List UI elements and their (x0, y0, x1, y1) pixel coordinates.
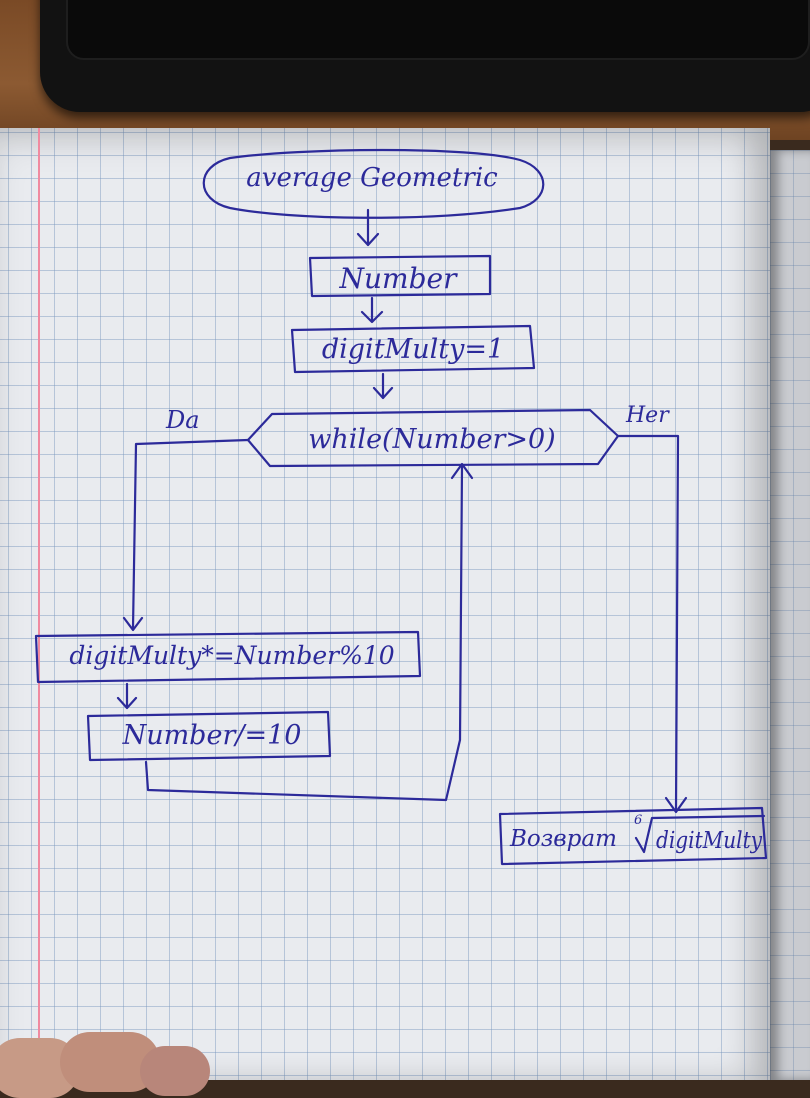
start-label: average Geometric (246, 163, 498, 193)
arrow-step1-to-step2 (116, 682, 138, 710)
yes-label: Da (165, 406, 200, 434)
input-box: Number (308, 254, 492, 298)
init-box: digitMulty=1 (290, 324, 536, 374)
result-radicand: digitMulty (656, 828, 763, 854)
start-terminal: average Geometric (202, 148, 545, 219)
notebook-page (0, 128, 770, 1080)
no-label: Her (625, 403, 670, 428)
init-label: digitMulty=1 (322, 334, 504, 365)
loop-step2-box: Number/=10 (86, 710, 332, 762)
no-branch-line (616, 434, 688, 814)
laptop-screen-bezel (66, 0, 810, 60)
arrow-input-to-init (360, 296, 384, 324)
yes-branch-line (122, 438, 250, 632)
input-label: Number (339, 262, 459, 295)
result-root-sign (634, 814, 766, 854)
arrow-init-to-condition (372, 372, 394, 400)
condition-label: while(Number>0) (308, 424, 555, 455)
margin-line (38, 128, 40, 1080)
result-label: Возврат (509, 826, 617, 852)
condition-hexagon: while(Number>0) (246, 408, 620, 468)
arrow-start-to-input (356, 208, 380, 247)
loop-back-line (144, 462, 474, 802)
result-root-index: 6 (634, 813, 642, 828)
loop-step1-label: digitMulty*=Number%10 (69, 641, 394, 670)
loop-step2-label: Number/=10 (122, 720, 302, 751)
loop-step1-box: digitMulty*=Number%10 (34, 630, 422, 684)
notebook-next-page (770, 150, 810, 1080)
result-box: Возврат 6 digitMulty (498, 806, 768, 866)
laptop-edge (40, 0, 810, 112)
